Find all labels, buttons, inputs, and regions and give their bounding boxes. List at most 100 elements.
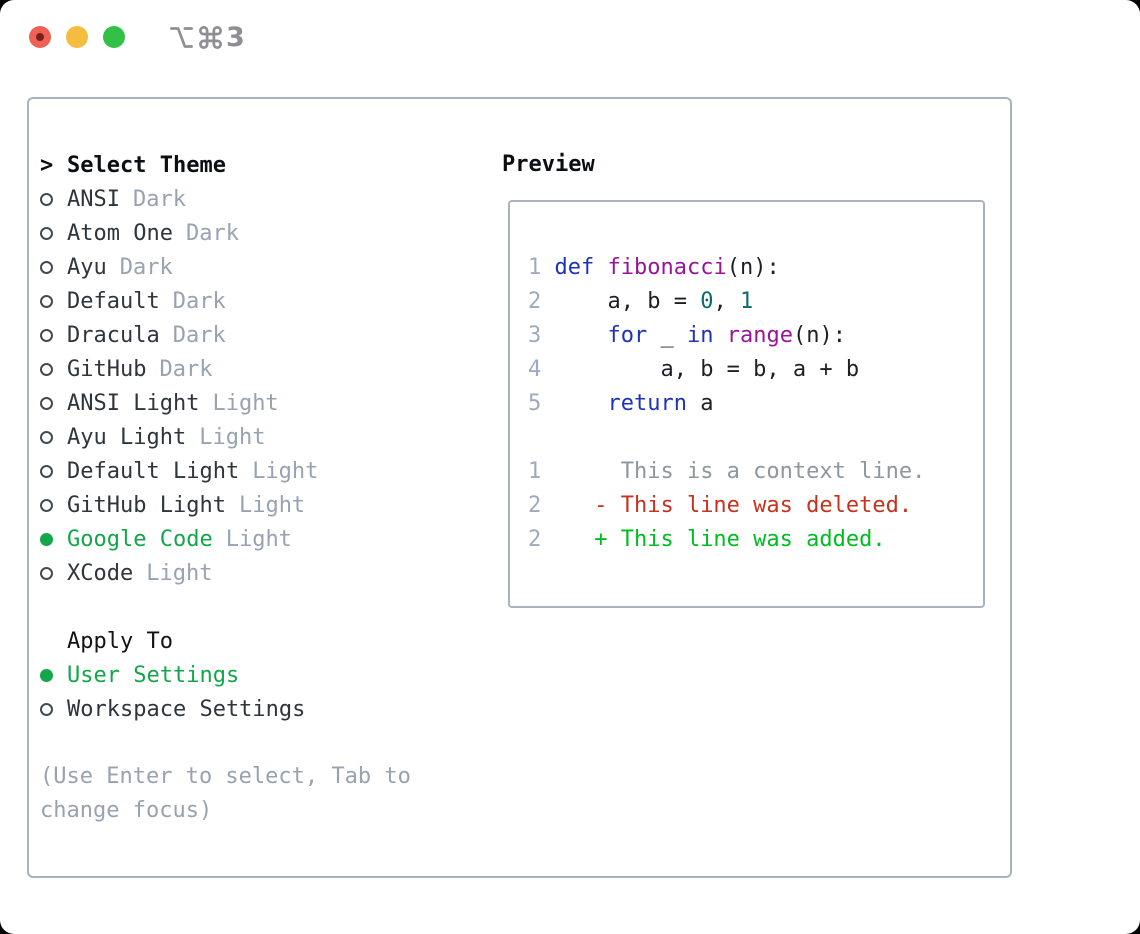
radio-icon	[40, 328, 53, 342]
theme-name: Ayu	[67, 254, 107, 280]
token-kw: in	[686, 323, 714, 348]
radio-icon	[40, 396, 53, 410]
selected-radio-icon	[40, 668, 53, 682]
theme-variant: Light	[146, 560, 213, 586]
window-title-number: 3	[226, 21, 245, 53]
theme-variant: Light	[199, 424, 266, 450]
code-line: 1 def fibonacci(n):	[528, 251, 983, 285]
theme-name: GitHub Light	[67, 492, 226, 518]
theme-option-dracula-dark[interactable]: Dracula Dark	[40, 318, 480, 352]
theme-variant: Light	[212, 390, 279, 416]
radio-icon	[40, 566, 53, 580]
token-pl	[713, 323, 726, 348]
radio-icon	[40, 702, 53, 716]
token-ln: 2	[528, 289, 542, 314]
radio-icon	[40, 498, 53, 512]
theme-variant: Dark	[132, 186, 186, 212]
close-button[interactable]	[29, 26, 51, 48]
theme-name: GitHub	[67, 356, 147, 382]
theme-variant: Dark	[172, 322, 226, 348]
apply-option-label: User Settings	[67, 662, 240, 688]
token-ln: 1	[528, 459, 542, 484]
apply-option-label: Workspace Settings	[67, 696, 306, 722]
token-pl: _	[647, 323, 687, 348]
radio-icon	[40, 260, 53, 274]
token-pl: a, b = b, a + b	[541, 357, 860, 382]
theme-option-github-dark[interactable]: GitHub Dark	[40, 352, 480, 386]
token-fn: fibonacci	[607, 255, 727, 280]
theme-variant: Light	[252, 458, 319, 484]
token-pl: a	[686, 391, 714, 416]
token-pl	[594, 255, 607, 280]
theme-variant: Dark	[172, 288, 226, 314]
token-ln: 2	[528, 527, 542, 552]
token-ln: 4	[528, 357, 542, 382]
theme-option-default-light-light[interactable]: Default Light Light	[40, 454, 480, 488]
code-line: 4 a, b = b, a + b	[528, 353, 983, 387]
token-ln: 3	[528, 323, 542, 348]
theme-variant: Dark	[159, 356, 213, 382]
token-kw: def	[554, 255, 595, 280]
code-line: 2 a, b = 0, 1	[528, 285, 983, 319]
token-pl	[541, 323, 607, 348]
preview-heading: Preview	[502, 152, 595, 177]
theme-variant: Light	[225, 526, 292, 552]
code-line: 3 for _ in range(n):	[528, 319, 983, 353]
window-title: 3	[168, 21, 245, 53]
radio-icon	[40, 294, 53, 308]
theme-option-ansi-light-light[interactable]: ANSI Light Light	[40, 386, 480, 420]
theme-name: Dracula	[67, 322, 160, 348]
apply-option-user-settings[interactable]: User Settings	[40, 658, 480, 692]
code-line: 5 return a	[528, 387, 983, 421]
apply-option-workspace-settings[interactable]: Workspace Settings	[40, 692, 480, 726]
radio-icon	[40, 430, 53, 444]
token-ln: 2	[528, 493, 542, 518]
theme-option-xcode-light[interactable]: XCode Light	[40, 556, 480, 590]
apply-to-header: Apply To	[67, 628, 173, 654]
option-key-icon	[170, 26, 193, 48]
radio-icon	[40, 464, 53, 478]
token-ln: 5	[528, 391, 542, 416]
radio-icon	[40, 192, 53, 206]
token-kw: for	[607, 323, 648, 348]
select-theme-header: Select Theme	[67, 152, 226, 178]
token-ctx: This is a context line.	[541, 459, 926, 484]
select-theme-header-row: > Select Theme	[40, 148, 480, 182]
diff-line: 2 + This line was added.	[528, 523, 983, 557]
minimize-button[interactable]	[66, 26, 88, 48]
token-num: 0	[700, 289, 714, 314]
theme-name: XCode	[67, 560, 134, 586]
token-pl	[541, 255, 554, 280]
token-pl: (n):	[726, 255, 780, 280]
diff-line: 2 - This line was deleted.	[528, 489, 983, 523]
keyboard-hint: (Use Enter to select, Tab to change focu…	[40, 764, 411, 823]
radio-icon	[40, 362, 53, 376]
diff-line: 1 This is a context line.	[528, 455, 983, 489]
token-pl	[541, 391, 607, 416]
zoom-button[interactable]	[103, 26, 125, 48]
token-pl: ,	[713, 289, 740, 314]
token-ln: 1	[528, 255, 542, 280]
token-num: 1	[739, 289, 754, 314]
apply-to-header-row: Apply To	[40, 624, 480, 658]
theme-name: ANSI Light	[67, 390, 200, 416]
radio-icon	[40, 226, 53, 240]
token-fn: range	[726, 323, 793, 348]
token-pl: (n):	[792, 323, 846, 348]
token-kw: return	[607, 391, 687, 416]
theme-name: Default Light	[67, 458, 240, 484]
selection-cursor: >	[40, 152, 54, 178]
